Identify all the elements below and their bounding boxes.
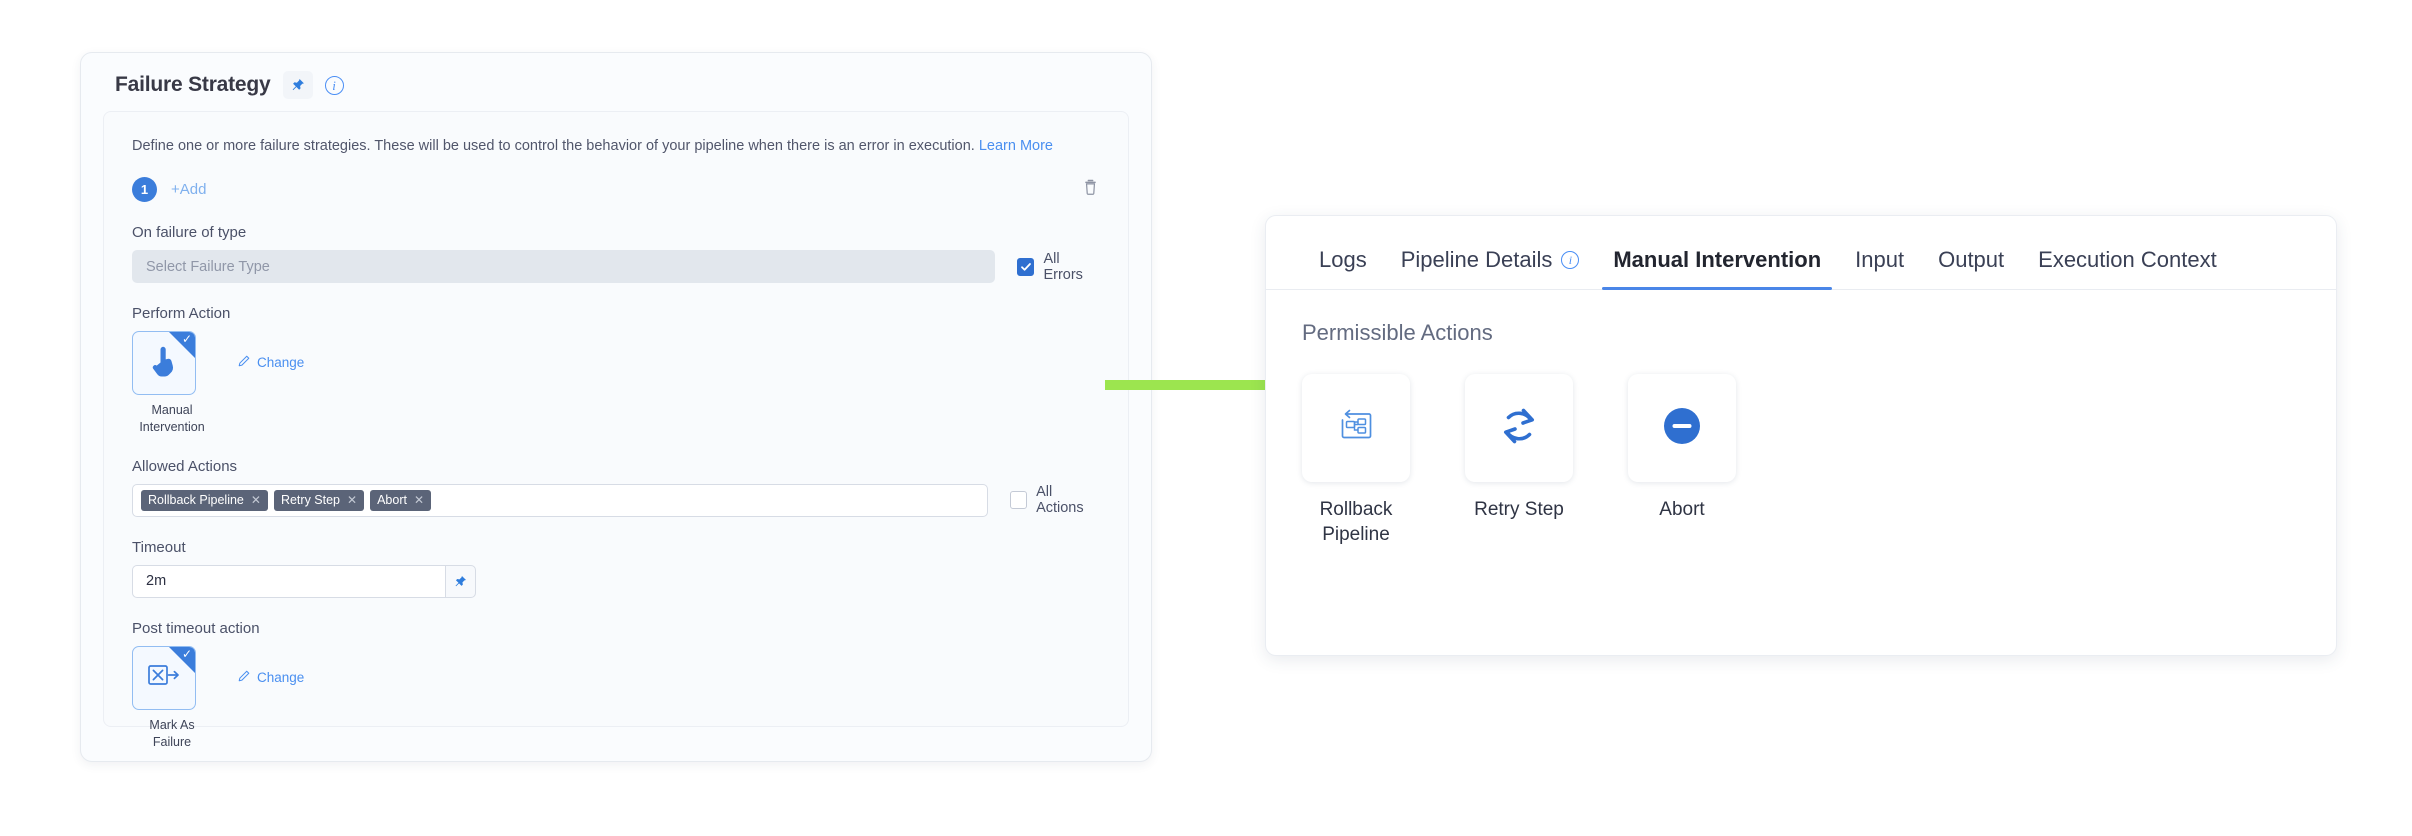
info-icon[interactable]: i bbox=[1561, 251, 1580, 269]
rollback-pipeline-icon bbox=[1335, 405, 1377, 452]
action-label: Retry Step bbox=[1474, 499, 1564, 520]
execution-details-panel: Logs Pipeline Details i Manual Intervent… bbox=[1265, 215, 2337, 656]
tag-label: Abort bbox=[377, 493, 407, 508]
tag-retry-step[interactable]: Retry Step ✕ bbox=[273, 489, 365, 511]
tab-label: Logs bbox=[1319, 247, 1367, 272]
tab-label: Pipeline Details bbox=[1400, 247, 1553, 272]
all-errors-checkbox[interactable]: All Errors bbox=[1017, 251, 1100, 283]
add-strategy-button[interactable]: +Add bbox=[171, 181, 207, 199]
selected-corner bbox=[169, 646, 195, 673]
retry-step-button[interactable] bbox=[1465, 374, 1573, 482]
mark-as-failure-icon bbox=[147, 662, 181, 693]
action-label: Abort bbox=[1659, 499, 1705, 520]
abort-icon bbox=[1659, 403, 1705, 454]
permissible-actions-title: Permissible Actions bbox=[1302, 320, 1493, 345]
retry-icon bbox=[1495, 402, 1543, 455]
mark-as-failure-tile[interactable]: ✓ bbox=[132, 645, 196, 710]
tag-label: Rollback Pipeline bbox=[148, 493, 244, 508]
all-actions-checkbox-box[interactable] bbox=[1009, 491, 1028, 510]
pencil-icon bbox=[238, 355, 250, 370]
tab-label: Manual Intervention bbox=[1613, 247, 1822, 272]
perform-action-label: Perform Action bbox=[132, 305, 231, 323]
manual-intervention-tile[interactable]: ✓ bbox=[132, 331, 196, 396]
learn-more-link[interactable]: Learn More bbox=[978, 138, 1053, 154]
selected-corner bbox=[169, 332, 195, 359]
strategy-index-row: 1 +Add bbox=[132, 177, 1100, 203]
action-rollback-pipeline: Rollback Pipeline bbox=[1302, 374, 1410, 547]
post-timeout-action-label: Post timeout action bbox=[132, 619, 260, 637]
tag-remove-icon[interactable]: ✕ bbox=[250, 493, 261, 508]
timeout-row: 2m bbox=[132, 564, 1100, 598]
tab-output[interactable]: Output bbox=[1921, 247, 2021, 289]
panel-content: Permissible Actions bbox=[1266, 290, 2336, 547]
timeout-input[interactable]: 2m bbox=[132, 564, 445, 598]
all-actions-label: All Actions bbox=[1036, 484, 1084, 517]
tab-manual-intervention[interactable]: Manual Intervention bbox=[1596, 247, 1838, 290]
tag-label: Retry Step bbox=[280, 493, 341, 508]
strategy-index-badge[interactable]: 1 bbox=[132, 177, 157, 203]
manual-intervention-caption: Manual Intervention bbox=[139, 403, 205, 434]
perform-action-change-label: Change bbox=[257, 355, 305, 371]
tab-label: Execution Context bbox=[2038, 247, 2217, 272]
page-title: Failure Strategy bbox=[115, 73, 271, 96]
all-errors-label: All Errors bbox=[1043, 250, 1083, 283]
action-retry-step: Retry Step bbox=[1465, 374, 1573, 547]
post-timeout-change-label: Change bbox=[257, 669, 305, 685]
timeout-label: Timeout bbox=[132, 538, 186, 556]
description-text: Define one or more failure strategies. T… bbox=[132, 138, 975, 154]
check-icon: ✓ bbox=[181, 646, 192, 661]
permissible-actions-grid: Rollback Pipeline Retry S bbox=[1302, 374, 2336, 547]
tag-abort[interactable]: Abort ✕ bbox=[370, 489, 432, 511]
timeout-pushpin-icon[interactable] bbox=[445, 564, 476, 598]
perform-action-row: ✓ Manual Intervention Change bbox=[132, 331, 1100, 436]
check-icon: ✓ bbox=[181, 332, 192, 347]
perform-action-change-button[interactable]: Change bbox=[238, 355, 304, 370]
allowed-actions-row: Rollback Pipeline ✕ Retry Step ✕ Abort ✕… bbox=[132, 483, 1100, 517]
action-abort: Abort bbox=[1628, 374, 1736, 547]
allowed-actions-label: Allowed Actions bbox=[132, 457, 238, 475]
tab-logs[interactable]: Logs bbox=[1302, 247, 1384, 289]
all-errors-checkbox-box[interactable] bbox=[1017, 257, 1035, 276]
pointing-hand-icon bbox=[149, 344, 179, 383]
tag-remove-icon[interactable]: ✕ bbox=[347, 493, 358, 508]
failure-strategy-header: Failure Strategy i bbox=[81, 53, 1151, 111]
failure-strategy-description: Define one or more failure strategies. T… bbox=[132, 136, 1100, 157]
tab-label: Output bbox=[1938, 247, 2005, 272]
tab-label: Input bbox=[1855, 247, 1905, 272]
on-failure-of-type-row: Select Failure Type All Errors bbox=[132, 250, 1100, 284]
action-label: Rollback Pipeline bbox=[1319, 499, 1393, 545]
trash-icon[interactable] bbox=[1083, 179, 1098, 200]
pushpin-icon[interactable] bbox=[282, 71, 313, 99]
failure-strategy-card: Failure Strategy i Define one or more fa… bbox=[80, 52, 1152, 762]
allowed-actions-input[interactable]: Rollback Pipeline ✕ Retry Step ✕ Abort ✕ bbox=[132, 483, 988, 517]
post-timeout-action-row: ✓ Mark As Failure Change bbox=[132, 645, 1100, 751]
tab-pipeline-details[interactable]: Pipeline Details i bbox=[1384, 247, 1597, 289]
tag-rollback-pipeline[interactable]: Rollback Pipeline ✕ bbox=[141, 489, 268, 511]
post-timeout-change-button[interactable]: Change bbox=[238, 670, 304, 685]
all-actions-checkbox[interactable]: All Actions bbox=[1009, 484, 1100, 517]
rollback-pipeline-button[interactable] bbox=[1302, 374, 1410, 482]
tag-remove-icon[interactable]: ✕ bbox=[413, 493, 425, 508]
abort-button[interactable] bbox=[1628, 374, 1736, 482]
tab-execution-context[interactable]: Execution Context bbox=[2021, 247, 2234, 289]
panel-tab-bar: Logs Pipeline Details i Manual Intervent… bbox=[1266, 216, 2336, 290]
info-icon[interactable]: i bbox=[324, 75, 344, 95]
failure-type-select[interactable]: Select Failure Type bbox=[132, 250, 996, 284]
failure-strategy-body: Define one or more failure strategies. T… bbox=[103, 111, 1129, 749]
on-failure-of-type-label: On failure of type bbox=[132, 224, 247, 242]
mark-as-failure-caption: Mark As Failure bbox=[149, 717, 195, 749]
pencil-icon bbox=[238, 670, 250, 685]
tab-input[interactable]: Input bbox=[1838, 247, 1921, 289]
